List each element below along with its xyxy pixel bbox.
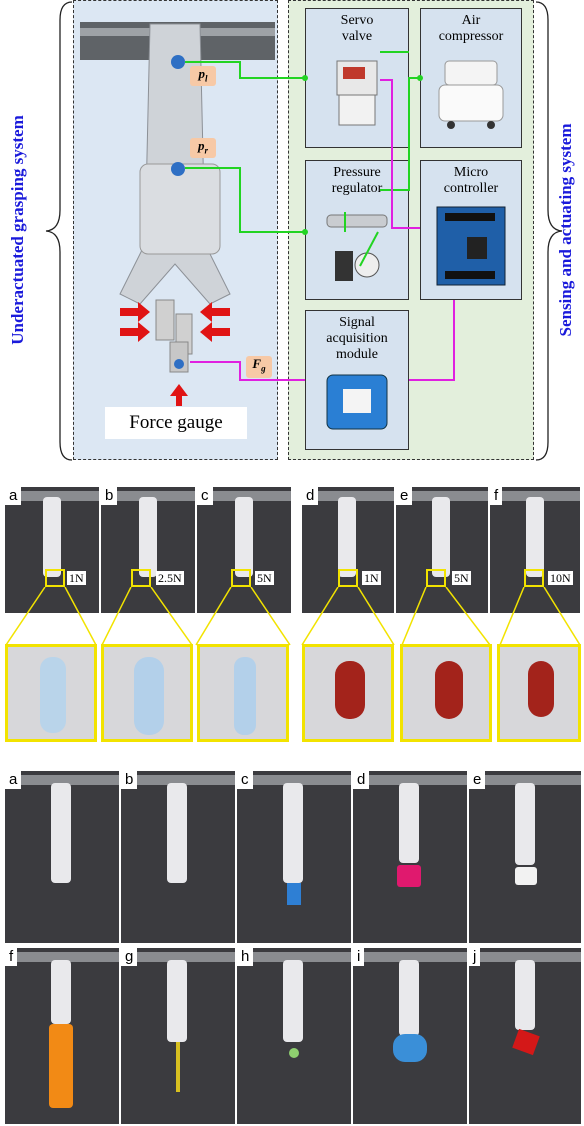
photo-panel: 1N d: [302, 487, 394, 613]
zoom-panel: [197, 644, 289, 742]
zoom-connectors: [5, 587, 581, 646]
panel-letter: e: [396, 487, 413, 505]
photo-panel: f: [5, 948, 119, 1124]
force-label: 1N: [362, 571, 381, 585]
right-brace: [535, 1, 563, 461]
photo-panel: 10N f: [490, 487, 580, 613]
photo-panel: 5N e: [396, 487, 488, 613]
microcontroller-board-icon: [436, 206, 506, 286]
photo-panel: b: [121, 771, 235, 943]
panel-letter: e: [469, 771, 486, 789]
left-brace: [45, 1, 73, 461]
photo-panel: i: [353, 948, 467, 1124]
force-label: 10N: [548, 571, 573, 585]
force-label: 1N: [67, 571, 86, 585]
gripper-photo: [80, 22, 275, 406]
panel-letter: a: [5, 771, 22, 789]
panel-letter: i: [353, 948, 365, 966]
photo-panel: a: [5, 771, 119, 943]
force-gauge-label: Force gauge: [105, 407, 247, 439]
pl-tag: pl: [190, 66, 216, 86]
photo-panel: 2.5N b: [101, 487, 195, 613]
panel-letter: b: [121, 771, 138, 789]
photo-panel: g: [121, 948, 235, 1124]
photo-panel: c: [237, 771, 351, 943]
panel-letter: f: [5, 948, 18, 966]
force-label: 5N: [255, 571, 274, 585]
photo-panel: 1N a: [5, 487, 99, 613]
panel-letter: a: [5, 487, 22, 505]
fg-tag: Fg: [246, 356, 272, 378]
photo-panel: j: [469, 948, 581, 1124]
panel-letter: d: [353, 771, 370, 789]
zoom-panel: [101, 644, 193, 742]
zoom-panel: [497, 644, 581, 742]
panel-letter: g: [121, 948, 138, 966]
panel-letter: h: [237, 948, 254, 966]
panel-letter: c: [237, 771, 253, 789]
panel-letter: c: [197, 487, 213, 505]
photo-panel: 5N c: [197, 487, 291, 613]
photo-panel: e: [469, 771, 581, 943]
panel-letter: j: [469, 948, 481, 966]
servo-valve-icon: [336, 60, 378, 126]
connection-lines: [185, 51, 455, 381]
air-compressor-icon: [438, 60, 504, 129]
pressure-regulator-icon: [326, 214, 388, 281]
photo-panel: d: [353, 771, 467, 943]
zoom-panel: [5, 644, 97, 742]
photo-panel: h: [237, 948, 351, 1124]
pr-tag: pr: [190, 138, 216, 158]
panel-letter: d: [302, 487, 319, 505]
force-label: 2.5N: [156, 571, 184, 585]
signal-module-icon: [326, 374, 388, 430]
zoom-panel: [302, 644, 394, 742]
zoom-panel: [400, 644, 492, 742]
force-label: 5N: [452, 571, 471, 585]
panel-letter: f: [490, 487, 503, 505]
panel-letter: b: [101, 487, 118, 505]
